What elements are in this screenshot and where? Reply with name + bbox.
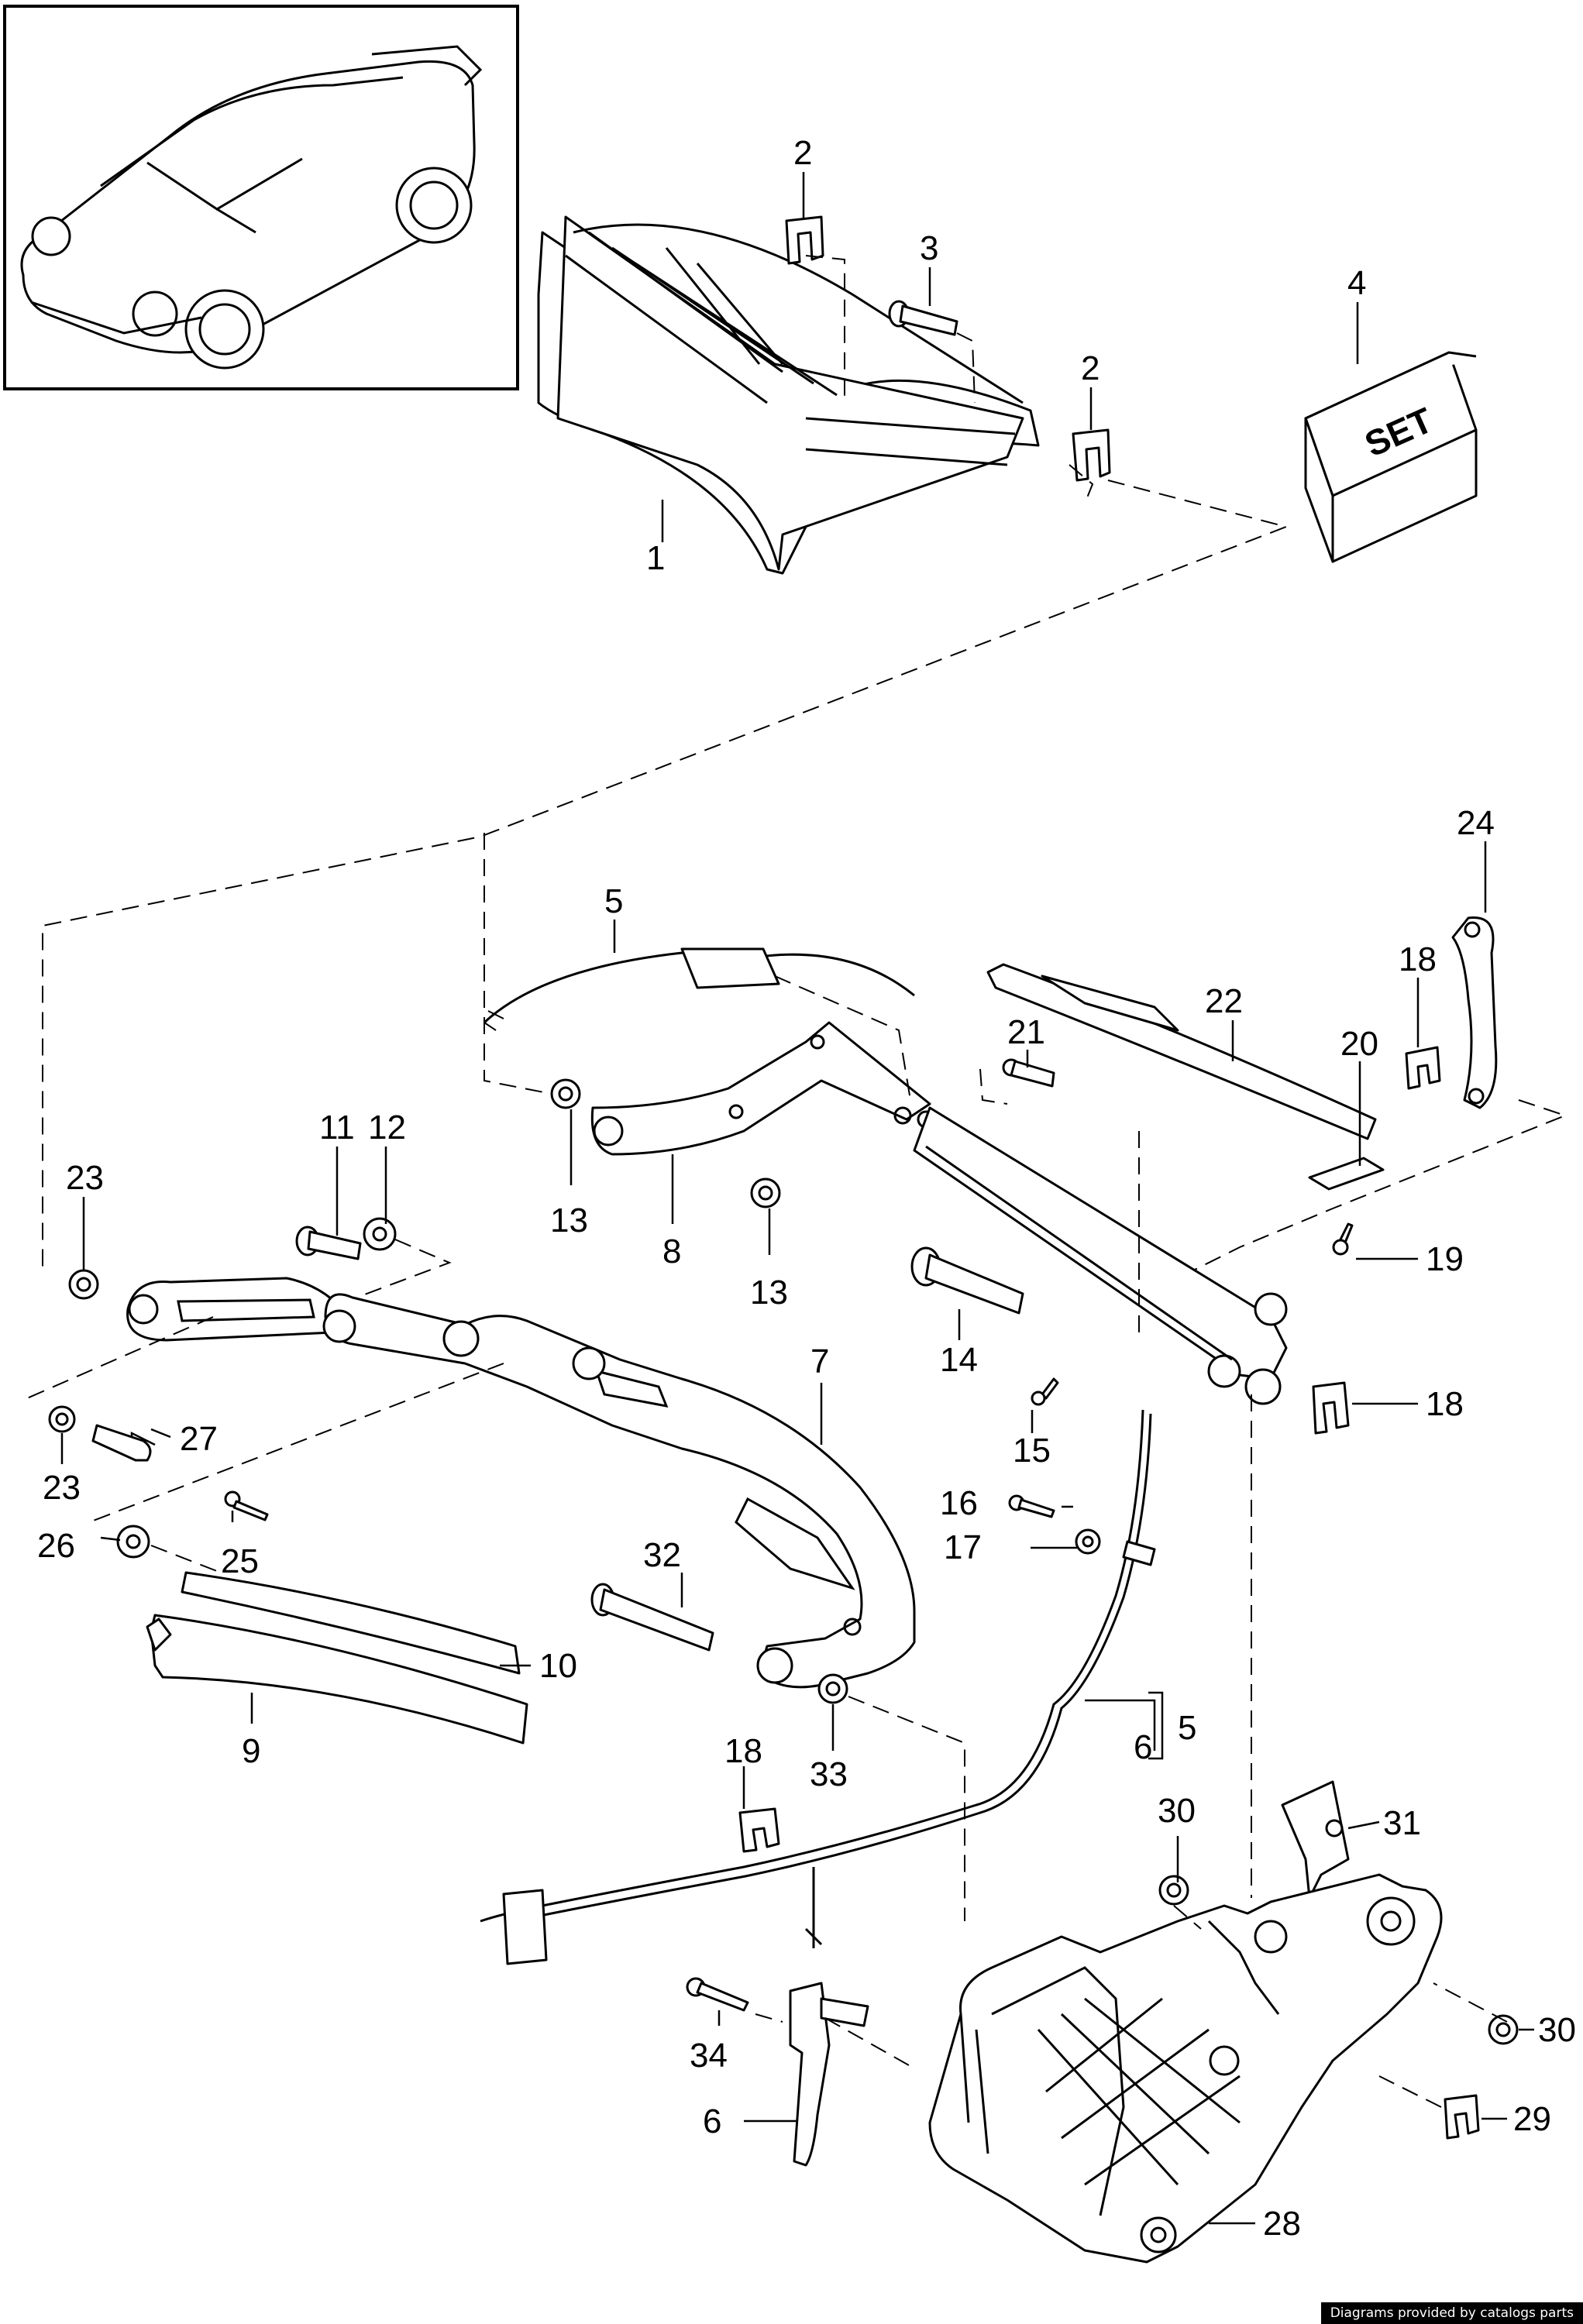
part-20-clip <box>1308 1157 1385 1191</box>
callout-10: 10 <box>539 1647 577 1685</box>
callout-12: 12 <box>368 1109 406 1147</box>
callout-32: 32 <box>643 1536 681 1574</box>
callout-23-upper: 23 <box>66 1159 104 1197</box>
upper-left-lever <box>126 1277 350 1342</box>
part-30-nut-right <box>1488 2014 1519 2045</box>
part-18-clip-lower <box>738 1807 780 1853</box>
part-29-clip <box>1444 2094 1480 2140</box>
callout-2-right: 2 <box>1081 349 1099 387</box>
callout-2-upper: 2 <box>793 134 812 172</box>
callout-6-switch: 6 <box>703 2102 721 2140</box>
part-11-bolt <box>295 1226 362 1260</box>
callout-34: 34 <box>690 2037 728 2075</box>
part-30-nut-upper <box>1158 1875 1189 1906</box>
part-19-screw <box>1332 1222 1354 1256</box>
part-31-bracket <box>1281 1780 1350 1899</box>
callout-24: 24 <box>1457 804 1495 842</box>
part-27-bolt <box>91 1424 152 1462</box>
assembly-dashed-lines <box>26 255 1568 2108</box>
callout-26: 26 <box>37 1527 75 1565</box>
callout-18-upper: 18 <box>1399 940 1437 978</box>
part-2-clip-right <box>1072 428 1111 482</box>
part-4-set-box: SET <box>1304 351 1478 563</box>
part-17-washer <box>1075 1528 1101 1555</box>
part-18-clip-upper <box>1405 1046 1441 1090</box>
callout-7: 7 <box>810 1342 829 1380</box>
callout-20: 20 <box>1340 1025 1378 1063</box>
part-5-6-wiring-harness <box>480 1409 1156 1965</box>
callout-27: 27 <box>180 1420 218 1458</box>
callout-19: 19 <box>1426 1240 1464 1278</box>
callout-1: 1 <box>646 539 665 577</box>
callout-8: 8 <box>662 1232 681 1270</box>
part-32-bolt <box>590 1583 714 1652</box>
callout-11: 11 <box>319 1109 355 1147</box>
part-21-bolt <box>1002 1058 1055 1088</box>
part-2-clip-upper <box>785 215 824 265</box>
callout-18-lower: 18 <box>724 1732 762 1770</box>
part-12-washer <box>363 1217 397 1251</box>
callout-13-left: 13 <box>550 1202 588 1239</box>
part-13-bushing-a <box>550 1078 581 1109</box>
callout-22: 22 <box>1205 982 1243 1020</box>
part-1-roof-frame <box>537 215 1040 575</box>
callout-29: 29 <box>1513 2100 1551 2138</box>
part-14-bolt <box>910 1246 1024 1315</box>
callout-5-lower: 5 <box>1178 1709 1196 1747</box>
part-22-trim-strip <box>986 963 1377 1140</box>
callout-17: 17 <box>944 1528 982 1566</box>
part-9-trim <box>146 1614 528 1745</box>
callout-6-lower: 6 <box>1134 1728 1152 1766</box>
callout-4: 4 <box>1347 264 1366 302</box>
part-15-screw <box>1031 1377 1059 1406</box>
part-8-link-arm <box>590 1021 935 1156</box>
part-34-screw <box>686 1977 749 2012</box>
part-18-clip-right <box>1312 1381 1350 1435</box>
part-33-nut <box>817 1673 848 1704</box>
callout-15: 15 <box>1013 1432 1051 1470</box>
callout-25: 25 <box>221 1542 259 1580</box>
callout-21: 21 <box>1007 1013 1045 1051</box>
part-3-pin <box>888 300 958 336</box>
callout-28: 28 <box>1263 2205 1301 2243</box>
part-10-seal <box>181 1571 521 1675</box>
credit-footer: Diagrams provided by catalogs parts <box>1320 2302 1583 2324</box>
part-5-cable-upper <box>483 947 915 1031</box>
callout-3: 3 <box>920 229 938 267</box>
callout-9: 9 <box>242 1732 260 1770</box>
callout-16: 16 <box>940 1484 978 1522</box>
callout-14: 14 <box>940 1341 978 1379</box>
part-25-screw <box>224 1490 269 1521</box>
callout-33: 33 <box>810 1755 848 1793</box>
part-7-main-bow <box>322 1293 916 1689</box>
part-16-screw <box>1008 1494 1055 1518</box>
main-rail-arm <box>913 1106 1288 1405</box>
callout-numbers: 1 2 3 2 4 5 22 24 18 21 20 11 12 23 13 8… <box>37 134 1576 2243</box>
part-26-washer <box>116 1525 150 1559</box>
part-23-nut-upper <box>68 1269 99 1300</box>
callout-30-upper: 30 <box>1158 1792 1196 1830</box>
callout-5-upper: 5 <box>604 882 623 920</box>
part-28-mechanism-frame <box>928 1873 1443 2264</box>
callout-30-right: 30 <box>1538 2011 1576 2049</box>
callout-13-right: 13 <box>750 1274 788 1312</box>
part-24-strap <box>1451 916 1498 1109</box>
callout-31: 31 <box>1383 1804 1421 1842</box>
vehicle-thumbnail <box>3 5 519 390</box>
callout-leader-lines <box>60 172 1534 2225</box>
callout-23-lower: 23 <box>43 1469 81 1507</box>
part-23-nut-lower <box>48 1405 76 1433</box>
part-13-bushing-b <box>750 1177 781 1208</box>
callout-18-right: 18 <box>1426 1385 1464 1423</box>
part-6-switch <box>789 1982 869 2167</box>
